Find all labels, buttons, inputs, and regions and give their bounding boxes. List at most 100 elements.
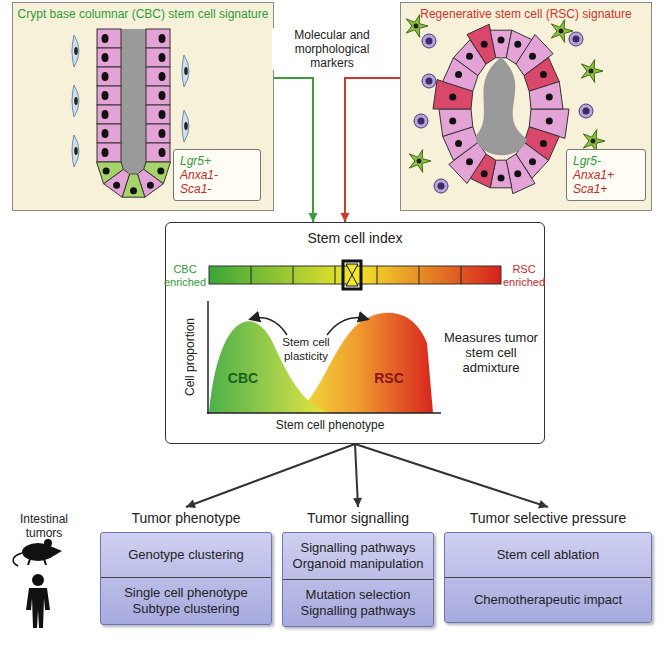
nucleus bbox=[426, 38, 433, 45]
nucleus bbox=[455, 71, 462, 78]
nucleus bbox=[481, 41, 488, 48]
outcome-text: Chemotherapeutic impact bbox=[474, 592, 622, 608]
human-head bbox=[32, 574, 44, 586]
outcome-section: Mutation selection Signalling pathways bbox=[283, 579, 433, 626]
nucleus bbox=[102, 91, 109, 100]
x-axis bbox=[207, 412, 441, 414]
connector bbox=[186, 444, 355, 508]
connector bbox=[355, 444, 548, 509]
nucleus bbox=[466, 53, 473, 60]
crypt bbox=[72, 29, 189, 197]
nucleus bbox=[426, 78, 433, 85]
text-label: Measures tumor stem cell admixture bbox=[443, 330, 539, 375]
fibroblast bbox=[182, 110, 189, 142]
nucleus bbox=[559, 29, 564, 34]
epithelial-cell bbox=[146, 86, 170, 105]
human-body bbox=[26, 588, 50, 628]
connector-line bbox=[186, 444, 355, 507]
outcome-section: Signalling pathways Organoid manipulatio… bbox=[283, 533, 433, 579]
nucleus bbox=[102, 34, 109, 43]
text-label: CBC enriched bbox=[163, 263, 207, 289]
panel-title: Crypt base columnar (CBC) stem cell sign… bbox=[13, 3, 273, 21]
nucleus bbox=[573, 36, 580, 43]
connector-line bbox=[345, 78, 400, 222]
outcome-box: Signalling pathways Organoid manipulatio… bbox=[282, 532, 434, 627]
human-icon bbox=[26, 574, 50, 628]
stromal-cell bbox=[581, 60, 603, 83]
marker-box: Lgr5+Anxa1-Sca1- bbox=[173, 149, 261, 201]
outcome-section: Genotype clustering bbox=[101, 533, 271, 577]
epithelial-cell bbox=[146, 124, 170, 143]
connector bbox=[341, 78, 401, 222]
text-label: RSC enriched bbox=[502, 263, 546, 289]
outcome-section: Stem cell ablation bbox=[445, 533, 651, 577]
cbc-signature-panel: Crypt base columnar (CBC) stem cell sign… bbox=[12, 2, 274, 211]
marker-gene: Lgr5- bbox=[573, 154, 639, 168]
nucleus bbox=[147, 182, 154, 189]
epithelial-cell bbox=[97, 48, 121, 67]
nucleus bbox=[74, 47, 78, 55]
fibroblast bbox=[72, 85, 79, 117]
nucleus bbox=[529, 53, 536, 60]
nucleus bbox=[418, 118, 425, 125]
nucleus bbox=[529, 158, 536, 165]
nucleus bbox=[449, 117, 456, 124]
text-label: Cell proportion bbox=[183, 302, 197, 412]
nucleus bbox=[102, 72, 109, 81]
nucleus bbox=[159, 91, 166, 100]
box-title: Stem cell index bbox=[166, 223, 544, 246]
outcome-text: Genotype clustering bbox=[128, 547, 244, 563]
nucleus bbox=[102, 53, 109, 62]
column-heading: Tumor signalling bbox=[282, 510, 434, 526]
nucleus bbox=[466, 158, 473, 165]
stromal-cell bbox=[409, 150, 431, 173]
nucleus bbox=[184, 122, 188, 130]
stromal-cell bbox=[551, 20, 573, 43]
arrowhead bbox=[353, 498, 362, 507]
crypt-lumen bbox=[475, 57, 527, 155]
outcome-section: Single cell phenotype Subtype clustering bbox=[101, 577, 271, 624]
nucleus bbox=[159, 34, 166, 43]
nucleus bbox=[583, 108, 590, 115]
plasticity-arrow bbox=[327, 318, 367, 335]
nucleus bbox=[514, 41, 521, 48]
nucleus bbox=[498, 175, 505, 182]
connector-line bbox=[274, 78, 313, 222]
epithelial-cell bbox=[97, 67, 121, 86]
outcome-text: Signalling pathways Organoid manipulatio… bbox=[291, 540, 425, 572]
immune-cell bbox=[422, 74, 436, 88]
epithelial-cell bbox=[529, 82, 563, 109]
outcome-box: Stem cell ablationChemotherapeutic impac… bbox=[444, 532, 652, 623]
fibroblast bbox=[72, 135, 79, 167]
marker-gene: Lgr5+ bbox=[180, 154, 254, 168]
epithelial-cell bbox=[146, 143, 170, 162]
mouse-icon bbox=[13, 539, 62, 566]
epithelial-cell bbox=[97, 143, 121, 162]
nucleus bbox=[481, 170, 488, 177]
nucleus bbox=[591, 139, 596, 144]
fibroblast bbox=[72, 35, 79, 67]
nucleus bbox=[498, 37, 505, 44]
index-hourglass bbox=[346, 264, 358, 286]
outcome-text: Stem cell ablation bbox=[497, 547, 600, 563]
nucleus bbox=[74, 97, 78, 105]
column-heading: Tumor selective pressure bbox=[444, 510, 652, 526]
cbc-curve bbox=[209, 321, 331, 413]
marker-gene: Sca1+ bbox=[573, 182, 639, 196]
marker-gene: Anxa1- bbox=[180, 168, 254, 182]
nucleus bbox=[414, 24, 419, 29]
outcome-section: Chemotherapeutic impact bbox=[445, 577, 651, 622]
nucleus bbox=[184, 67, 188, 75]
outcome-column: Tumor phenotypeGenotype clusteringSingle… bbox=[100, 510, 272, 625]
immune-cell bbox=[434, 179, 448, 193]
connector bbox=[353, 444, 362, 507]
outcome-column: Tumor signallingSignalling pathways Orga… bbox=[282, 510, 434, 627]
epithelial-cell bbox=[97, 124, 121, 143]
epithelial-cell bbox=[146, 29, 170, 48]
nucleus bbox=[540, 140, 547, 147]
epithelial-cell bbox=[146, 67, 170, 86]
nucleus bbox=[130, 187, 137, 194]
nucleus bbox=[546, 117, 553, 124]
arrowhead bbox=[538, 500, 548, 509]
nucleus bbox=[102, 110, 109, 119]
